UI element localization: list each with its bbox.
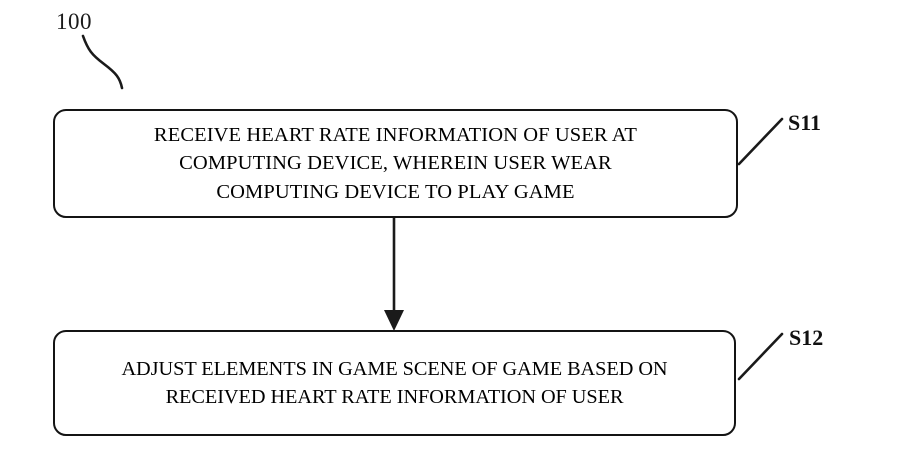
s11-leader-line	[737, 117, 784, 166]
step-label-s11: S11	[788, 110, 822, 135]
figure-reference-number: 100	[56, 9, 92, 34]
process-box-s11: RECEIVE HEART RATE INFORMATION OF USER A…	[53, 109, 738, 218]
process-box-s11-text: RECEIVE HEART RATE INFORMATION OF USER A…	[153, 123, 638, 203]
s12-leader-line	[737, 332, 784, 381]
step-label-s12: S12	[789, 325, 824, 350]
process-box-s12-text: ADJUST ELEMENTS IN GAME SCENE OF GAME BA…	[121, 357, 668, 409]
figure-leader-curve	[81, 34, 124, 90]
flow-connector-arrowhead	[384, 310, 404, 331]
process-box-s12: ADJUST ELEMENTS IN GAME SCENE OF GAME BA…	[53, 330, 736, 436]
